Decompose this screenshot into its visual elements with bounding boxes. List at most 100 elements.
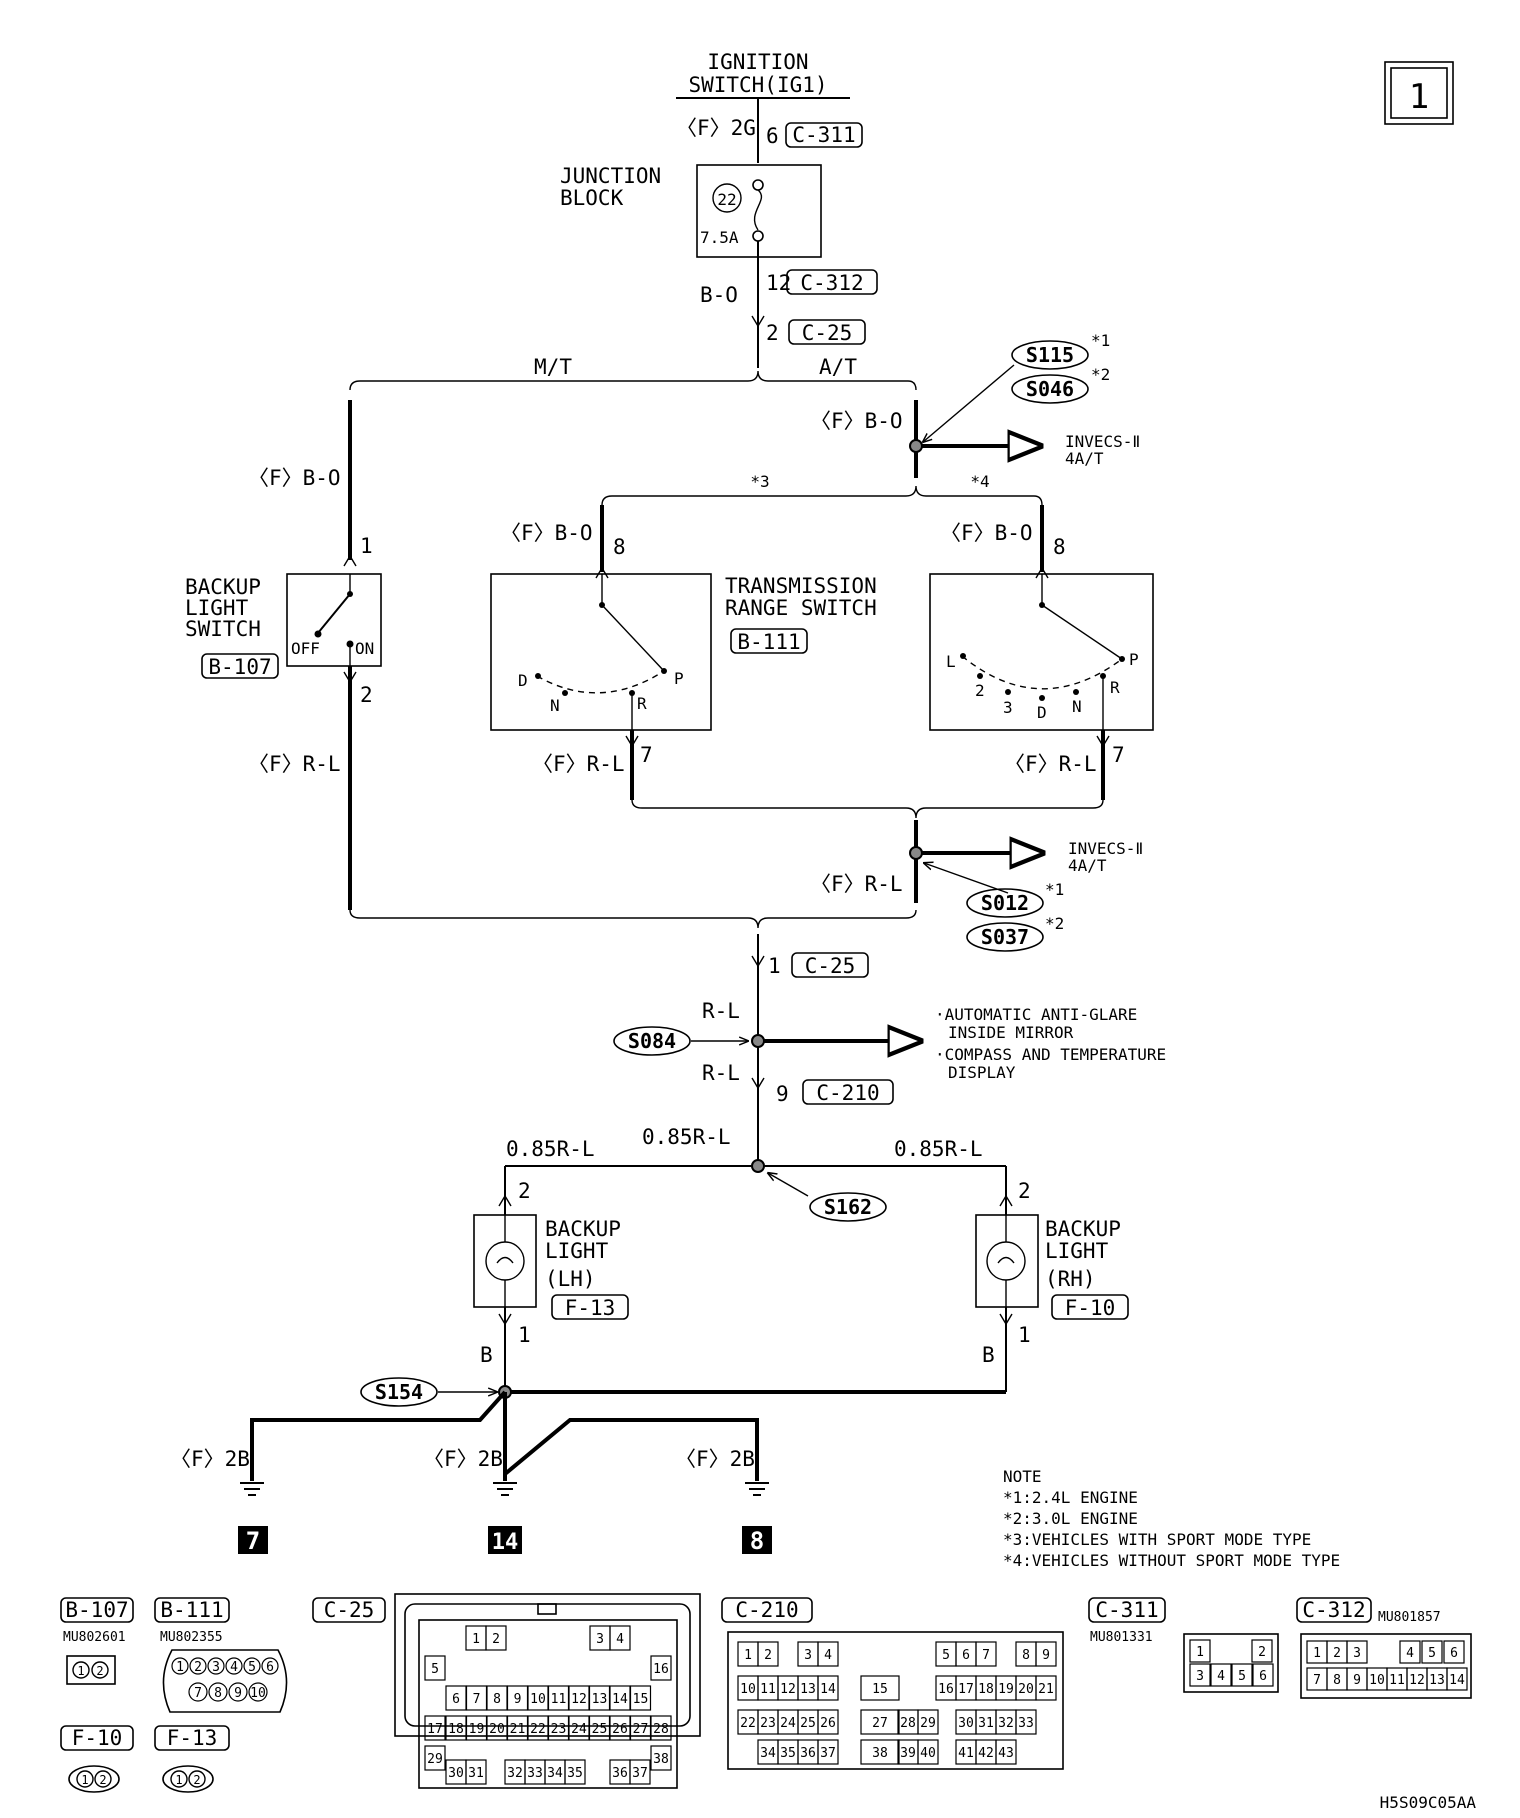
mirror-label4: DISPLAY (948, 1063, 1016, 1082)
invecs-top-label: INVECS-Ⅱ (1065, 432, 1140, 451)
ground-7-badge (238, 1526, 268, 1554)
merge-brace-bottom (349, 909, 917, 929)
c210-pin-cell (975, 1641, 997, 1667)
ground-8-wire: 〈F〉2B (675, 1447, 755, 1471)
c210-pin-label: 20 (1018, 1682, 1034, 1697)
face-c25-body (418, 1619, 678, 1789)
c210-pin-label: 3 (804, 1648, 812, 1663)
splice-s046-label: S046 (1026, 377, 1074, 401)
note-4: *4:VEHICLES WITHOUT SPORT MODE TYPE (1003, 1551, 1340, 1570)
rh-pin-2: 2 (1018, 1179, 1031, 1203)
trs-right-3: 3 (1003, 698, 1013, 717)
c25-pin-label: 14 (612, 1692, 628, 1707)
pin-2-c25: 2 (766, 321, 779, 345)
wire-trs-right-in-code: 〈F〉B-O (940, 521, 1033, 545)
c25-pin-label: 17 (427, 1722, 443, 1737)
connector-c312-tag (786, 269, 878, 295)
splice-s154-label: S154 (375, 1380, 423, 1404)
c312-pin-label: 11 (1389, 1673, 1405, 1688)
c210-pin-label: 19 (998, 1682, 1014, 1697)
c25-pin-label: 31 (468, 1766, 484, 1781)
c25-pin-label: 28 (653, 1722, 669, 1737)
junction-block-label: JUNCTION (560, 164, 661, 188)
c25-pin-label: 7 (473, 1692, 481, 1707)
c312-pin-cell (1443, 1640, 1465, 1664)
b111-pin-cell (207, 1657, 225, 1675)
bulb-rh-filament (997, 1256, 1015, 1264)
c210-pin-label: 33 (1018, 1716, 1034, 1731)
branch-brace-sport (601, 485, 1043, 506)
c210-pin-label: 17 (958, 1682, 974, 1697)
lamp-lh-label3: (LH) (545, 1267, 596, 1291)
c210-pin-label: 4 (824, 1648, 832, 1663)
c210-pin-label: 40 (920, 1746, 936, 1761)
connector-c311-tag (785, 122, 863, 148)
c312-pin-label: 3 (1353, 1646, 1361, 1661)
c25-pin-label: 6 (452, 1692, 460, 1707)
c210-pin-cell (817, 1739, 839, 1765)
c25-pin-label: 38 (653, 1752, 669, 1767)
c25-pin-label: 27 (633, 1722, 649, 1737)
splice-s012-note: *1 (1045, 880, 1064, 899)
b111-pin-label: 6 (266, 1660, 274, 1675)
chevron-c25-bottom (751, 955, 765, 968)
bulb-rh-icon (986, 1241, 1026, 1281)
c210-pin-label: 23 (760, 1716, 776, 1731)
fuse-terminal-top (752, 179, 764, 191)
wire-ground-8 (503, 1418, 759, 1481)
fuse-icon (753, 189, 763, 231)
c210-pin-label: 30 (958, 1716, 974, 1731)
b111-pin-label: 8 (214, 1686, 222, 1701)
rh-pin-1: 1 (1018, 1323, 1031, 1347)
b111-pin-cell (208, 1682, 228, 1702)
connector-c311-label: C-311 (792, 123, 855, 147)
wire-085-left: 0.85R-L (506, 1137, 595, 1161)
ignition-switch-label: IGNITION (707, 50, 808, 74)
trs-right-pin-8: 8 (1053, 535, 1066, 559)
connector-c25-tag-bottom (791, 952, 869, 978)
face-c311-tag (1088, 1597, 1166, 1623)
connector-f13-tag (551, 1294, 629, 1320)
splice-s037-note: *2 (1045, 914, 1064, 933)
face-f10-pin2 (94, 1770, 112, 1788)
bulb-lh-icon (485, 1241, 525, 1281)
c311-pin-label: 3 (1196, 1669, 1204, 1684)
trs-left-p-dot (661, 668, 667, 674)
c210-pin-label: 5 (942, 1648, 950, 1663)
c312-pin-label: 13 (1429, 1673, 1445, 1688)
c25-pin-label: 4 (616, 1632, 624, 1647)
connector-b107-tag (201, 653, 279, 679)
face-c312-part: MU801857 (1378, 1610, 1441, 1625)
c25-pin-label: 34 (547, 1766, 563, 1781)
c210-pin-label: 29 (920, 1716, 936, 1731)
switch-off-label: OFF (291, 639, 320, 658)
wire-at-merge-code: 〈F〉R-L (810, 872, 903, 896)
c25-pin-label: 26 (612, 1722, 628, 1737)
splice-s012-tag (966, 888, 1044, 918)
lamp-rh-label2: LIGHT (1045, 1239, 1109, 1263)
c25-pin-label: 25 (592, 1722, 608, 1737)
branch-at-label: A/T (819, 355, 857, 379)
backup-light-switch (286, 573, 382, 667)
splice-dot-s084 (751, 1034, 765, 1048)
c25-pin-cell (424, 1655, 446, 1681)
c25-pin-label: 22 (530, 1722, 546, 1737)
b111-pin-cell (225, 1657, 243, 1675)
trs-left-wiper (601, 604, 665, 672)
c210-pin-cell (817, 1675, 839, 1701)
trs-right-2: 2 (975, 681, 985, 700)
connector-c312-label: C-312 (800, 271, 863, 295)
switch-pin-2: 2 (360, 683, 373, 707)
connector-c25-label-bottom: C-25 (805, 954, 856, 978)
c210-pin-label: 6 (962, 1648, 970, 1663)
c210-pin-label: 2 (764, 1648, 772, 1663)
backup-switch-label3: SWITCH (185, 617, 261, 641)
lamp-rh-label3: (RH) (1045, 1267, 1096, 1291)
trs-left-pin-8: 8 (613, 535, 626, 559)
face-f10-body (68, 1765, 120, 1793)
trs-left-d-dot (535, 673, 541, 679)
face-f10-name: F-10 (72, 1726, 123, 1750)
c210-pin-label: 8 (1022, 1648, 1030, 1663)
backup-switch-label2: LIGHT (185, 596, 249, 620)
face-b107-pin1 (72, 1661, 90, 1679)
